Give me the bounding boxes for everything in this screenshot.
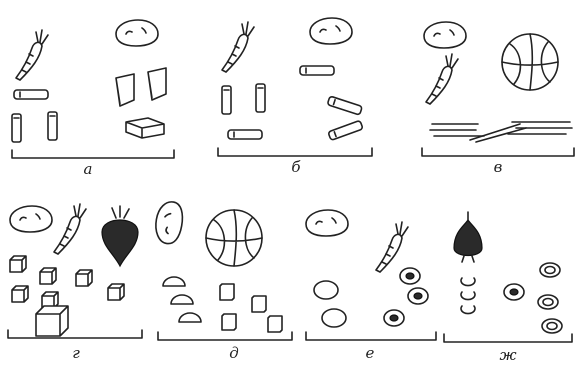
panel-v: в (422, 22, 574, 176)
small-cubes (10, 256, 58, 308)
bracket-a (12, 150, 174, 158)
half-slices (163, 277, 201, 322)
panel-a: а (12, 20, 174, 178)
bracket-zh (444, 334, 572, 342)
julienne-strips (430, 122, 572, 142)
carrot-icon (54, 204, 86, 254)
potato-bars (12, 90, 57, 142)
potato-icon (116, 20, 158, 46)
cabbage-icon (206, 210, 262, 266)
carrot-icon (222, 22, 254, 72)
bracket-v (422, 148, 574, 156)
carrot-sticks (222, 84, 265, 139)
label-a: а (84, 160, 93, 178)
cabbage-icon (502, 34, 558, 90)
potato-icon (424, 22, 466, 48)
bracket-g (8, 330, 142, 338)
label-v: в (494, 158, 503, 176)
bracket-e (306, 332, 436, 340)
panel-g: г (8, 204, 142, 362)
panel-d: д (153, 200, 292, 362)
onion-rings (461, 278, 475, 314)
label-g: г (72, 344, 80, 362)
potato-sticks (300, 66, 363, 140)
panel-e: е (306, 210, 436, 362)
bracket-b (218, 148, 372, 156)
ring-slices (384, 268, 428, 326)
potato-icon (310, 18, 352, 44)
panel-b: б (218, 18, 372, 176)
potato-icon (153, 200, 186, 246)
bracket-d (158, 332, 292, 340)
label-zh: ж (499, 346, 516, 364)
beet-icon (102, 206, 138, 266)
carrot-icon (16, 30, 48, 80)
rings (504, 263, 562, 333)
carrot-icon (376, 222, 408, 272)
carrot-icon (426, 54, 458, 104)
potato-wedges (116, 68, 166, 138)
potato-icon (10, 206, 52, 232)
onion-icon (454, 212, 482, 262)
squares (220, 284, 282, 332)
potato-icon (306, 210, 348, 236)
label-d: д (229, 344, 239, 362)
label-b: б (291, 158, 301, 176)
label-e: е (366, 344, 375, 362)
round-slices (314, 281, 346, 327)
panel-zh: ж (444, 212, 572, 364)
